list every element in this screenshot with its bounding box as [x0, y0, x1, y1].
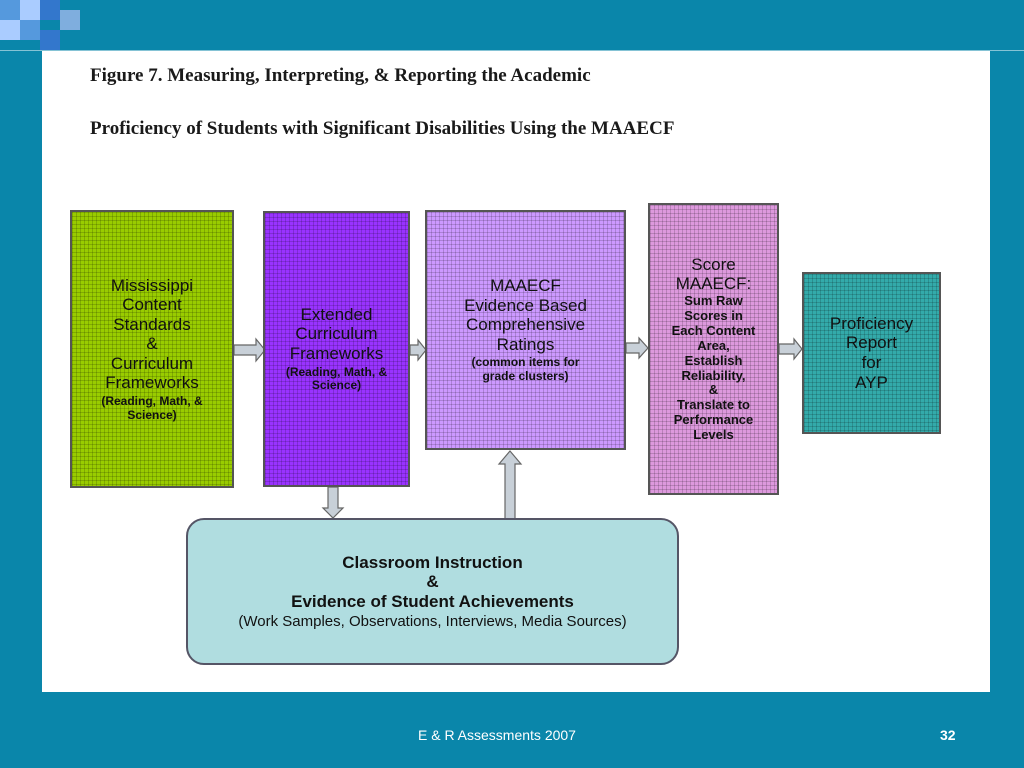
box-label: AYP: [855, 372, 888, 392]
box-label: Score: [691, 254, 736, 274]
classroom-instruction-box: Classroom Instruction & Evidence of Stud…: [186, 518, 679, 665]
box-label: Evidence Based: [464, 295, 587, 315]
box-sublabel: (Work Samples, Observations, Interviews,…: [238, 613, 627, 631]
deco-square: [0, 0, 20, 20]
box-body-line: Levels: [693, 427, 734, 443]
footer-text: E & R Assessments 2007: [418, 727, 576, 743]
arrow-extended-to-classroom: [321, 486, 345, 519]
box-label: Curriculum: [295, 324, 378, 344]
deco-square: [20, 20, 40, 40]
box-body-line: Reliability,: [681, 367, 746, 383]
box-body-line: Each Content: [671, 322, 756, 338]
deco-square: [20, 0, 40, 20]
deco-square: [40, 0, 60, 20]
slide-content: Figure 7. Measuring, Interpreting, & Rep…: [42, 51, 990, 692]
score-maaecf-box: Score MAAECF: Sum Raw Scores in Each Con…: [648, 203, 779, 495]
header-divider: [0, 50, 1024, 51]
box-label: for: [861, 353, 882, 372]
proficiency-report-box: Proficiency Report for AYP: [802, 272, 941, 434]
box-label: Mississippi: [110, 275, 194, 295]
box-label: MAAECF:: [675, 274, 752, 294]
box-label: Report: [845, 333, 898, 353]
box-body-line: &: [708, 382, 719, 398]
box-label: Frameworks: [289, 343, 384, 363]
mississippi-standards-box: Mississippi Content Standards & Curricul…: [70, 210, 234, 488]
box-label: &: [426, 572, 439, 592]
box-label: Comprehensive: [465, 315, 586, 335]
figure-title-line-1: Figure 7. Measuring, Interpreting, & Rep…: [90, 65, 591, 86]
box-label: MAAECF: [490, 276, 561, 296]
box-sublabel: (Reading, Math, & Science): [285, 364, 388, 393]
box-label: Proficiency: [829, 313, 914, 333]
flow-arrows: [233, 336, 803, 520]
figure-title-line-2: Proficiency of Students with Significant…: [90, 118, 675, 139]
deco-square: [60, 10, 80, 30]
extended-frameworks-box: Extended Curriculum Frameworks (Reading,…: [263, 211, 410, 487]
corner-decoration: [0, 0, 80, 50]
box-label: Evidence of Student Achievements: [291, 591, 574, 611]
box-body-line: Translate to: [677, 397, 750, 413]
box-body-line: Area,: [697, 337, 730, 353]
box-body-line: Establish: [684, 352, 743, 368]
maaecf-ratings-box: MAAECF Evidence Based Comprehensive Rati…: [425, 210, 626, 450]
box-label: Classroom Instruction: [342, 552, 523, 572]
box-label: Ratings: [496, 334, 555, 354]
page-number: 32: [940, 727, 956, 743]
deco-square: [0, 20, 20, 40]
box-label: Standards: [113, 314, 191, 334]
box-body-line: Sum Raw: [684, 292, 743, 308]
arrow-score-to-proficiency: [778, 337, 803, 361]
box-label: &: [146, 334, 158, 354]
arrow-extended-to-maaecf: [409, 338, 427, 362]
box-sublabel: (common items for grade clusters): [471, 355, 580, 384]
box-sublabel: (Reading, Math, & Science): [101, 393, 203, 422]
arrow-classroom-to-maaecf: [497, 450, 523, 520]
box-body-line: Performance: [673, 412, 754, 428]
box-label: Extended: [300, 304, 373, 324]
box-label: Frameworks: [105, 373, 199, 393]
box-label: Content: [122, 295, 182, 315]
deco-square: [40, 30, 60, 50]
arrow-standards-to-extended: [233, 337, 266, 363]
box-body-line: Scores in: [684, 307, 743, 323]
arrow-maaecf-to-score: [625, 336, 649, 360]
box-label: Curriculum: [110, 353, 194, 373]
